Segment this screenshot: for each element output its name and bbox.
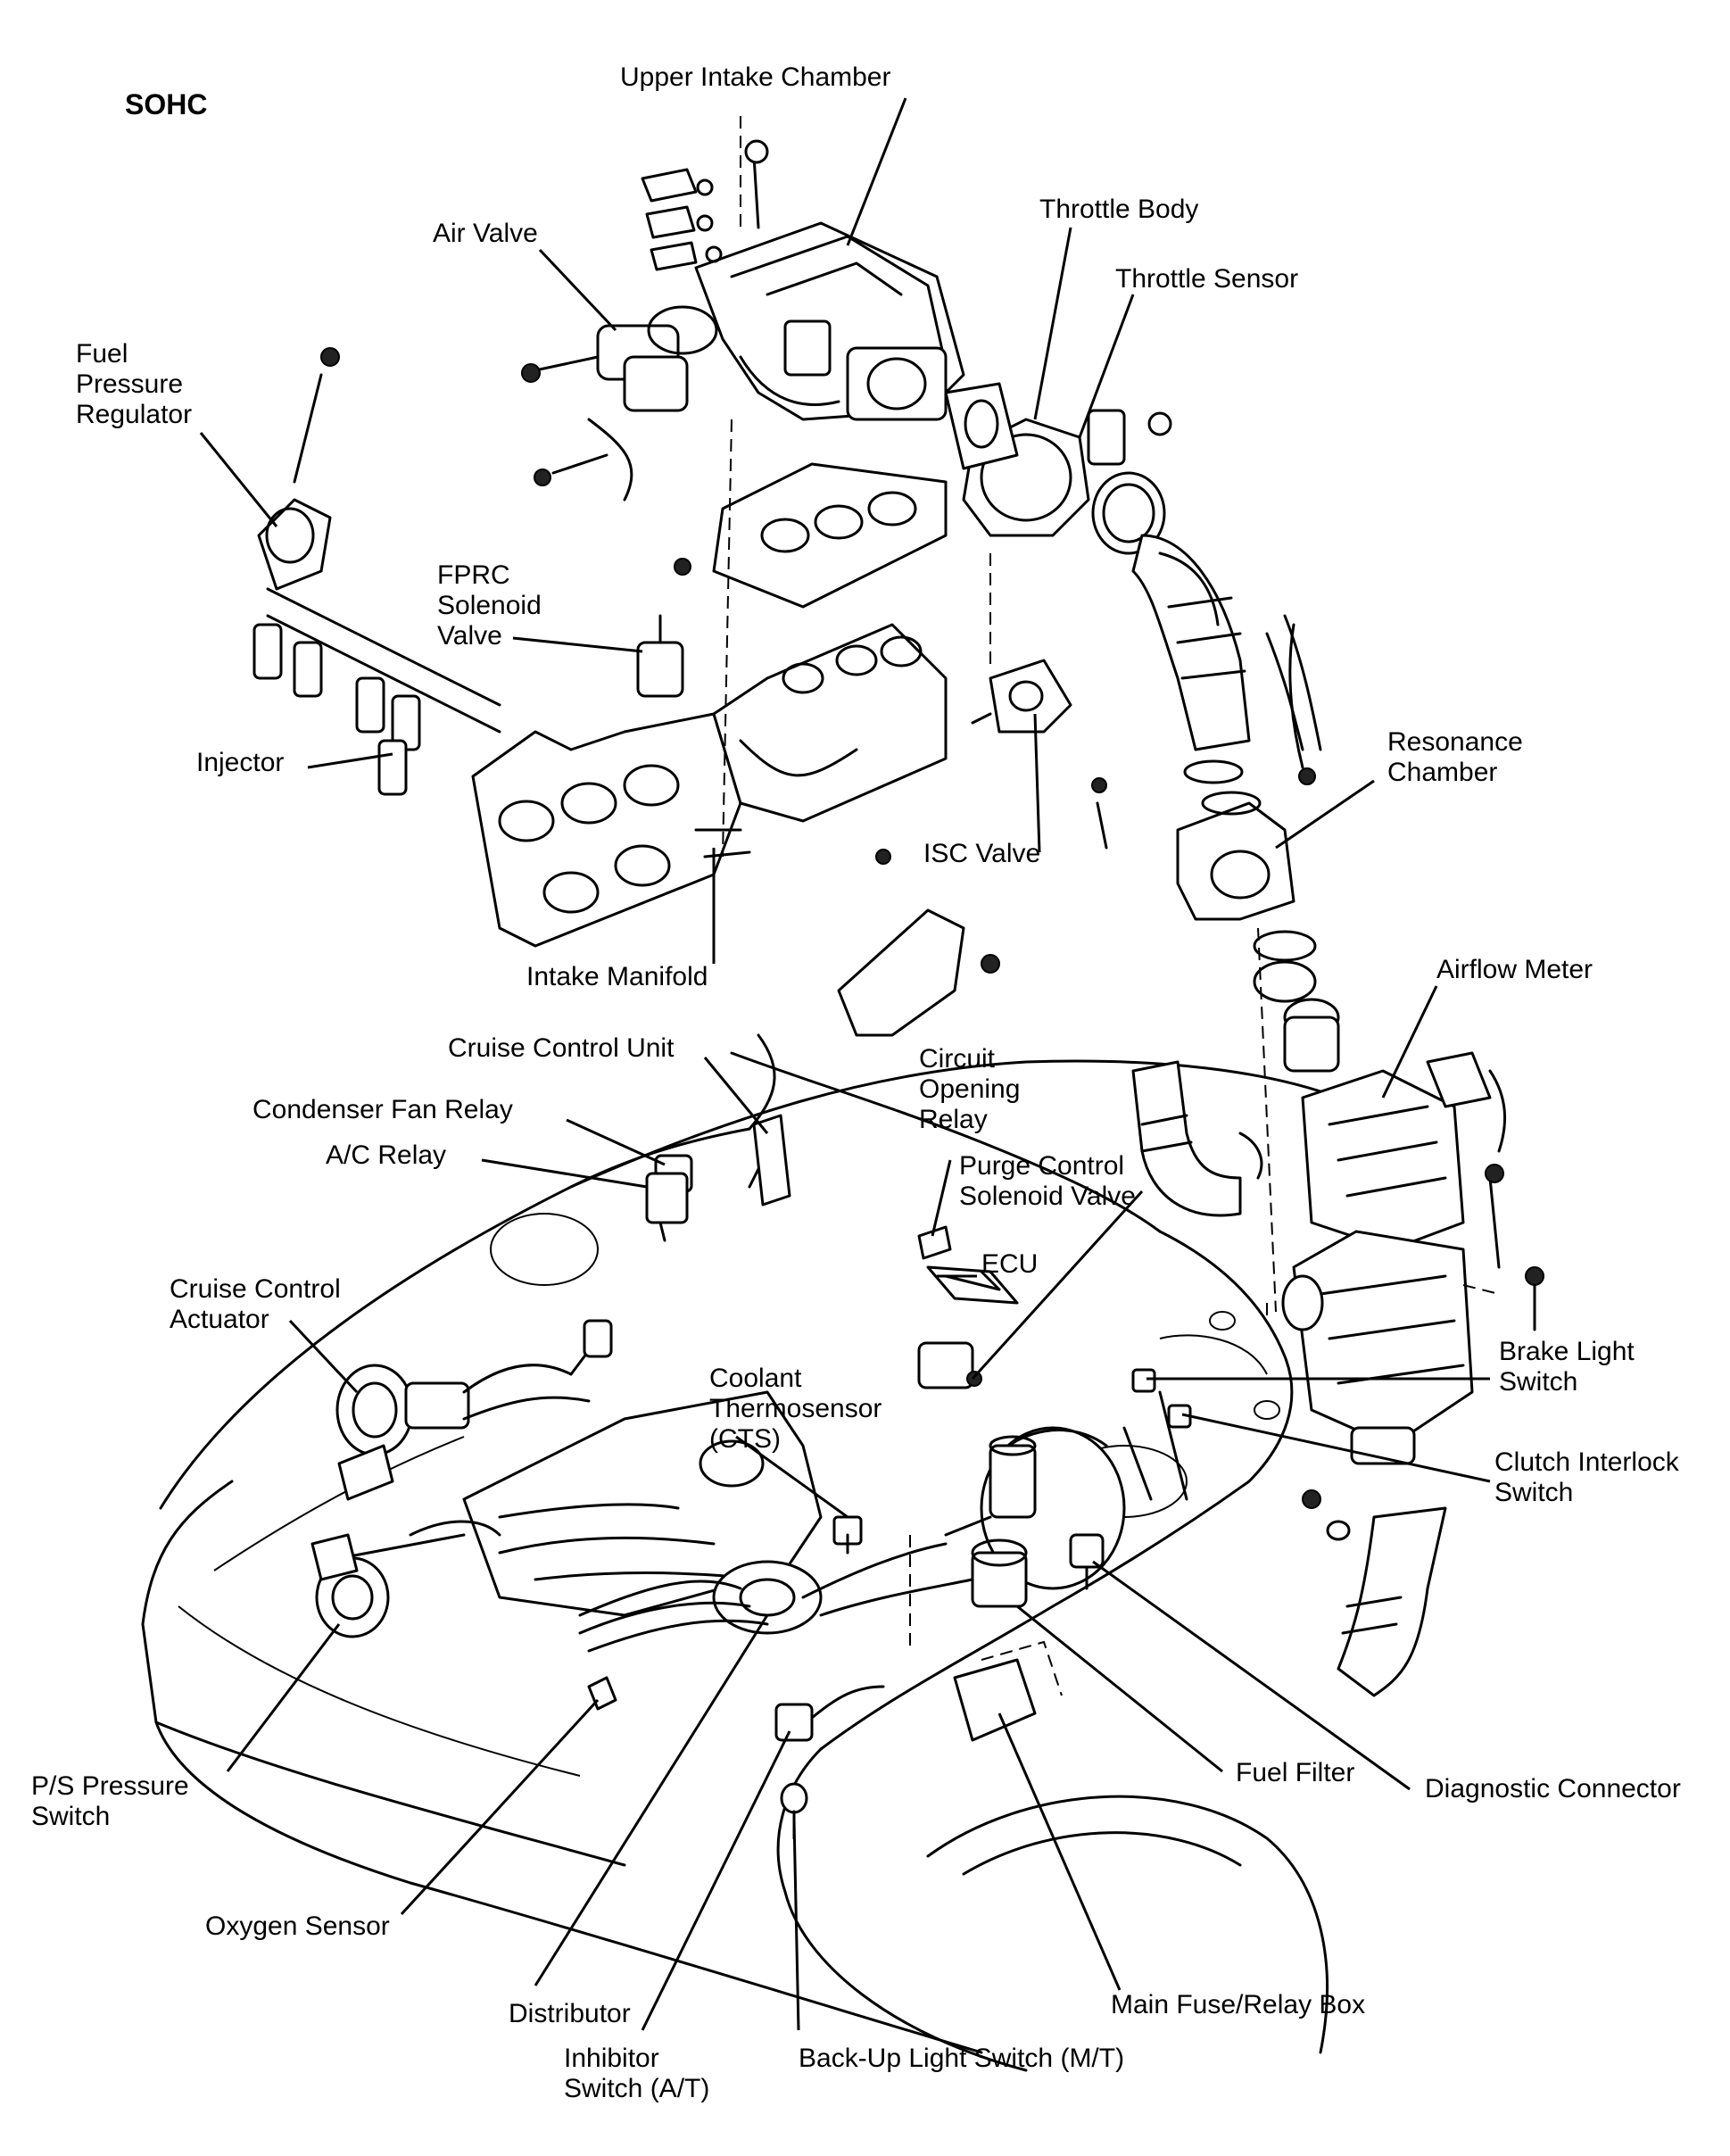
diagnostic-connector <box>1069 1533 1105 1590</box>
label-fprc-solenoid-valve: FPRC Solenoid Valve <box>437 560 542 651</box>
label-ac-relay: A/C Relay <box>326 1140 447 1170</box>
engine-block <box>319 1319 823 1617</box>
ps-pressure-switch <box>310 1533 390 1638</box>
intake-air-hose <box>1131 534 1322 751</box>
label-main-fuse-relay-box: Main Fuse/Relay Box <box>1111 1990 1366 2019</box>
air-cleaner-case <box>1281 1164 1544 1697</box>
label-air-valve: Air Valve <box>433 219 538 248</box>
label-cruise-control-actuator: Cruise Control Actuator <box>170 1274 341 1334</box>
label-injector: Injector <box>196 748 285 777</box>
airflow-meter <box>1301 1051 1507 1251</box>
purge-control-solenoid-valve <box>917 1341 982 1389</box>
label-ecu: ECU <box>981 1249 1039 1279</box>
cruise-control-unit <box>748 1114 791 1207</box>
vacuum-hoses <box>641 139 769 271</box>
label-throttle-body: Throttle Body <box>1039 195 1199 224</box>
upper-intake-chamber <box>694 221 965 421</box>
dashed-routing-lines <box>722 116 1500 1651</box>
label-condenser-fan-relay: Condenser Fan Relay <box>252 1095 513 1124</box>
label-backup-light-switch: Back-Up Light Switch (M/T) <box>799 2044 1125 2073</box>
inhibitor-switch <box>774 1685 885 1742</box>
label-cruise-control-unit: Cruise Control Unit <box>448 1033 675 1063</box>
pedal-switches <box>1122 1368 1192 1501</box>
fprc-solenoid-valve <box>636 558 691 698</box>
label-ps-pressure-switch: P/S Pressure Switch <box>31 1771 189 1831</box>
resonance-chamber <box>1176 623 1316 921</box>
manifold-bracket <box>837 849 1000 1037</box>
coolant-thermosensor <box>832 1515 863 1555</box>
label-diagnostic-connector: Diagnostic Connector <box>1425 1774 1681 1804</box>
label-clutch-interlock-switch: Clutch Interlock Switch <box>1494 1447 1679 1507</box>
throttle-body <box>944 382 1172 555</box>
label-throttle-sensor: Throttle Sensor <box>1115 264 1299 294</box>
intake-gasket <box>712 462 948 609</box>
cruise-control-actuator <box>335 1364 591 1501</box>
label-brake-light-switch: Brake Light Switch <box>1499 1337 1635 1397</box>
label-resonance-chamber: Resonance Chamber <box>1387 727 1523 787</box>
label-distributor: Distributor <box>509 1999 631 2028</box>
fuel-filter <box>971 1538 1028 1608</box>
fuel-rail-assembly <box>252 347 501 796</box>
label-fuel-pressure-regulator: Fuel Pressure Regulator <box>76 339 193 429</box>
label-fuel-filter: Fuel Filter <box>1236 1758 1355 1787</box>
label-coolant-thermosensor: Coolant Thermosensor (CTS) <box>709 1364 882 1454</box>
diagram-title: SOHC <box>125 88 208 120</box>
label-circuit-opening-relay: Circuit Opening Relay <box>919 1044 1021 1134</box>
air-duct <box>1131 1060 1263 1217</box>
label-inhibitor-switch: Inhibitor Switch (A/T) <box>564 2044 710 2103</box>
leader-lines <box>199 97 1491 2031</box>
air-valve <box>521 305 718 502</box>
relays <box>645 1154 693 1242</box>
isc-valve <box>971 659 1108 850</box>
label-isc-valve: ISC Valve <box>923 839 1041 868</box>
distributor <box>578 1542 974 1653</box>
label-purge-control-solenoid-valve: Purge Control Solenoid Valve <box>959 1151 1136 1211</box>
label-airflow-meter: Airflow Meter <box>1436 955 1593 984</box>
label-upper-intake-chamber: Upper Intake Chamber <box>620 62 891 92</box>
intake-clamps <box>1253 930 1340 1073</box>
label-intake-manifold: Intake Manifold <box>526 962 708 991</box>
label-oxygen-sensor: Oxygen Sensor <box>205 1911 390 1941</box>
circuit-opening-relay <box>917 1225 952 1260</box>
intake-manifold <box>471 623 948 948</box>
main-fuse-relay-box <box>953 1640 1063 1742</box>
